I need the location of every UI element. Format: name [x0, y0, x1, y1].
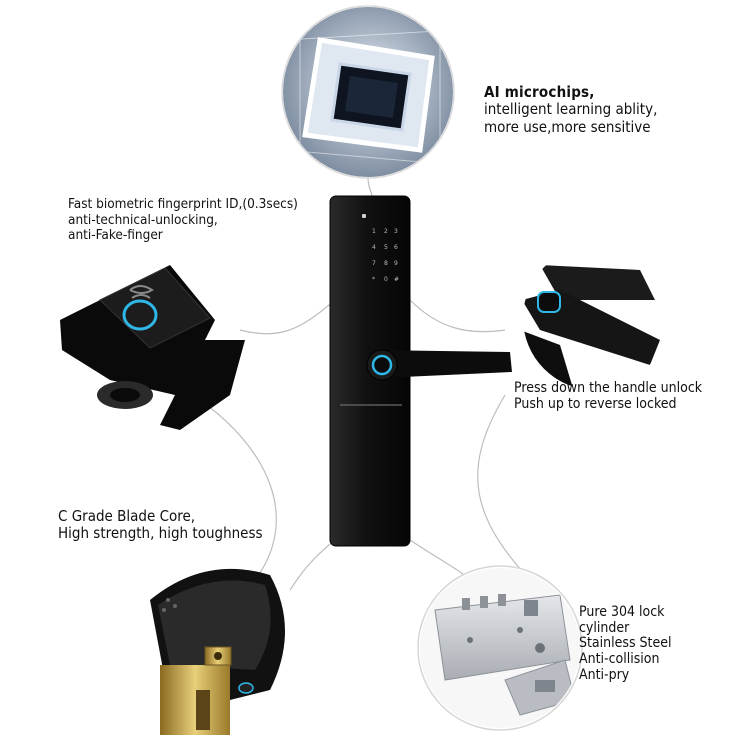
ai-microchips-line1: intelligent learning ablity, — [484, 100, 658, 119]
handle-line2: Push up to reverse locked — [514, 396, 677, 413]
svg-text:0: 0 — [384, 276, 388, 283]
cylinder-line3: Stainless Steel — [579, 635, 672, 652]
ai-microchip-image — [281, 5, 455, 179]
svg-text:7: 7 — [372, 260, 376, 267]
fingerprint-sensor-icon — [371, 354, 393, 376]
svg-text:4: 4 — [372, 244, 376, 251]
svg-text:3: 3 — [394, 228, 398, 235]
svg-text:1: 1 — [372, 228, 376, 235]
svg-text:2: 2 — [384, 228, 388, 235]
ai-microchips-title: AI microchips, — [484, 83, 595, 101]
handle-detail-image — [523, 246, 667, 390]
handle-line1: Press down the handle unlock — [514, 380, 703, 396]
fingerprint-line2: anti-technical-unlocking, — [68, 211, 218, 228]
fingerprint-caption: Fast biometric fingerprint ID,(0.3secs) … — [68, 196, 298, 244]
fingerprint-module-image — [60, 265, 245, 430]
cylinder-line5: Anti-pry — [579, 666, 630, 683]
svg-text:8: 8 — [384, 260, 388, 267]
svg-text:6: 6 — [394, 244, 398, 251]
svg-text:9: 9 — [394, 260, 398, 267]
cylinder-caption: Pure 304 lock cylinder Stainless Steel A… — [579, 604, 672, 683]
ai-microchips-caption: AI microchips, intelligent learning abli… — [484, 83, 658, 136]
cylinder-line1: Pure 304 lock — [579, 604, 665, 620]
blade-core-caption: C Grade Blade Core, High strength, high … — [58, 507, 263, 543]
svg-text:5: 5 — [384, 244, 388, 251]
handle-caption: Press down the handle unlock Push up to … — [514, 380, 702, 412]
svg-text:#: # — [394, 276, 399, 283]
blade-line1: C Grade Blade Core, — [58, 507, 196, 525]
svg-text:*: * — [372, 276, 375, 283]
fingerprint-line3: anti-Fake-finger — [68, 227, 163, 244]
stainless-cylinder-image — [417, 565, 583, 731]
blade-line2: High strength, high toughness — [58, 524, 263, 543]
connector-lines — [199, 177, 541, 591]
cylinder-line4: Anti-collision — [579, 651, 660, 668]
cylinder-line2: cylinder — [579, 619, 630, 636]
blade-core-image — [150, 568, 285, 735]
ai-microchips-line2: more use,more sensitive — [484, 117, 651, 136]
fingerprint-line1: Fast biometric fingerprint ID,(0.3secs) — [68, 196, 298, 212]
